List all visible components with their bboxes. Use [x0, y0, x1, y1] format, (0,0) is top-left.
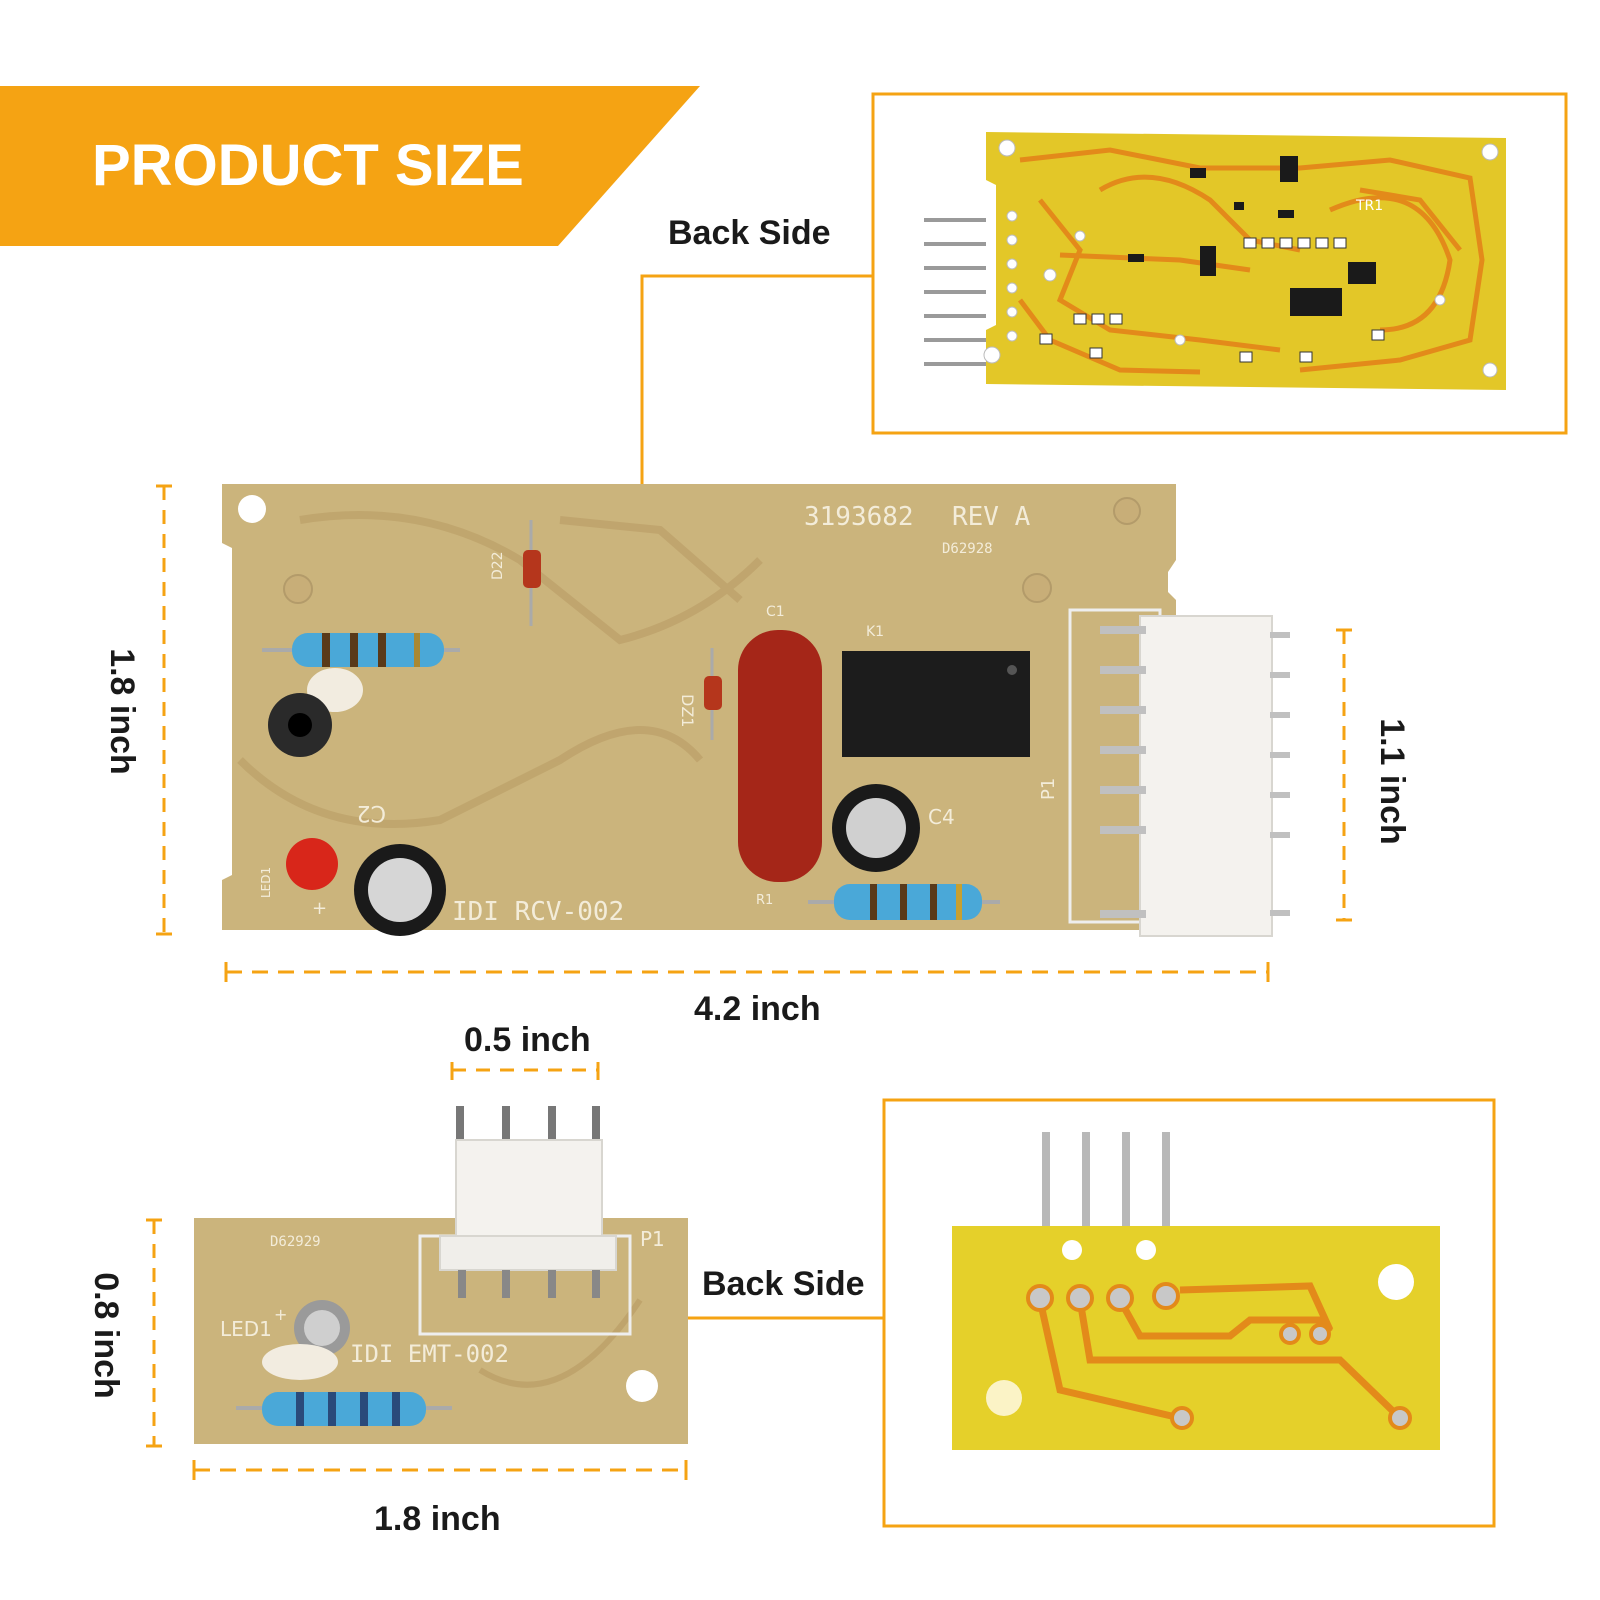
- back-side-label-bottom: Back Side: [702, 1265, 865, 1303]
- main-board-dimensions: [156, 484, 1352, 982]
- back-side-frame-top: [871, 92, 1568, 435]
- back-board-bottom: [952, 1132, 1440, 1450]
- board-code: D62928: [942, 541, 993, 557]
- d22-label: D22: [490, 551, 506, 580]
- small-led-label: LED1: [220, 1317, 272, 1341]
- dz1-label: DZ1: [678, 694, 697, 727]
- small-board-code: D62929: [270, 1234, 321, 1250]
- main-width-label: 4.2 inch: [694, 990, 821, 1028]
- board-model: IDI RCV-002: [452, 897, 624, 927]
- banner-title: PRODUCT SIZE: [92, 133, 524, 198]
- tr1-label: TR1: [1355, 198, 1383, 214]
- r1-label: R1: [756, 893, 773, 908]
- board-revision: REV A: [952, 502, 1031, 532]
- back-side-frame-bottom: [882, 1098, 1496, 1528]
- title-banner: [0, 86, 700, 246]
- k1-label: K1: [866, 624, 884, 640]
- small-width-label: 1.8 inch: [374, 1500, 501, 1538]
- main-pcb: 3193682 REV A D62928 IDI RCV-002 C1 K1 C…: [222, 484, 1290, 937]
- small-board-dimensions: [146, 1062, 688, 1480]
- back-side-leader-top: [640, 274, 873, 500]
- c2-label: C2: [357, 800, 386, 825]
- small-connector-width-label: 0.5 inch: [464, 1021, 591, 1059]
- led-plus: +: [312, 898, 327, 919]
- c1-label: C1: [766, 604, 785, 620]
- small-led-plus: +: [274, 1305, 287, 1324]
- board-part-number: 3193682: [804, 502, 914, 532]
- small-height-label: 0.8 inch: [86, 1272, 125, 1399]
- main-height-label: 1.8 inch: [102, 648, 141, 775]
- back-board-top: TR1: [924, 132, 1506, 390]
- p1-label: P1: [1038, 778, 1059, 800]
- back-side-label-top: Back Side: [668, 214, 831, 252]
- small-p1-label: P1: [640, 1227, 665, 1251]
- c4-label: C4: [928, 805, 955, 829]
- connector-height-label: 1.1 inch: [1372, 718, 1411, 845]
- small-board-model: IDI EMT-002: [350, 1340, 509, 1368]
- led-label: LED1: [259, 867, 273, 898]
- small-pcb: D62929 IDI EMT-002 P1 LED1 +: [194, 1106, 688, 1444]
